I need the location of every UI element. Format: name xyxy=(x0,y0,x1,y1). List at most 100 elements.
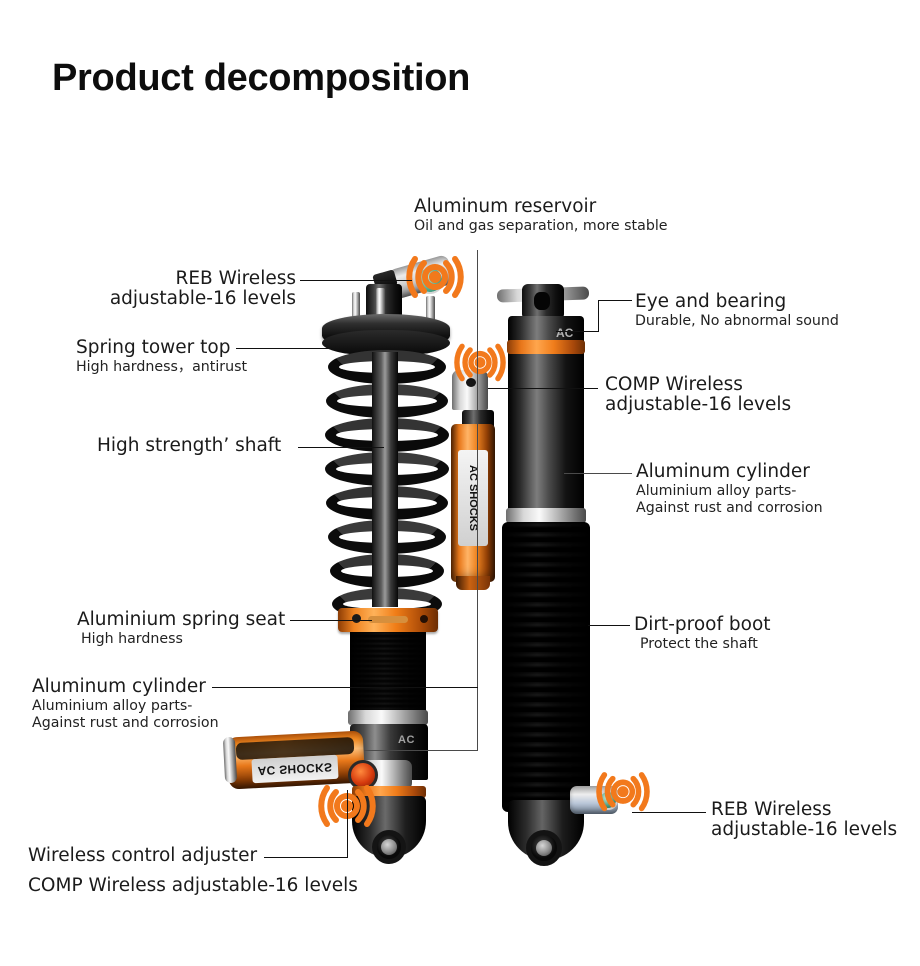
callout-heading-line1: COMP Wireless xyxy=(605,374,743,395)
leader-comp-wireless-right xyxy=(488,388,598,390)
callout-heading: Dirt-proof boot xyxy=(634,614,771,635)
bottom-eye-mount-left xyxy=(352,796,426,858)
reb-adjuster-knob-right xyxy=(570,786,618,814)
callout-heading: Aluminum reservoir xyxy=(414,196,597,217)
reservoir-top-cap xyxy=(452,370,488,410)
callout-heading: Aluminium spring seat xyxy=(77,609,286,630)
callout-comp-wireless-right: COMP Wireless adjustable-16 levels xyxy=(605,374,792,416)
top-mount-bracket xyxy=(366,284,402,318)
spring-tower-top-plate xyxy=(322,314,450,350)
callout-sub-2: Against rust and corrosion xyxy=(32,715,219,732)
callout-wireless-control-adjuster: Wireless control adjuster COMP Wireless … xyxy=(28,845,358,897)
lower-body-left xyxy=(350,724,428,780)
reb-adjuster-cap-left xyxy=(412,262,448,298)
callout-reb-wireless-right: REB Wireless adjustable-16 levels xyxy=(711,799,898,841)
reservoir-neck-block xyxy=(462,410,494,432)
clamp-ring-right xyxy=(506,508,586,523)
reservoir-body xyxy=(451,424,495,582)
callout-sub: Durable, No abnormal sound xyxy=(635,312,839,329)
orange-band-right xyxy=(507,340,585,354)
dirt-proof-boot xyxy=(502,522,590,812)
aluminum-cylinder-right xyxy=(508,316,584,516)
callout-heading: Aluminum cylinder xyxy=(32,676,206,697)
shaft xyxy=(372,352,398,607)
threaded-aluminum-cylinder xyxy=(350,632,426,712)
callout-sub-1: Aluminium alloy parts- xyxy=(32,697,193,714)
reservoir-top-dot xyxy=(466,378,476,387)
callout-heading-line2: adjustable-16 levels xyxy=(711,819,898,841)
reservoir-label: AC SHOCKS xyxy=(251,754,339,784)
reb-adjuster-cap-right xyxy=(598,790,618,810)
leader-eye-bearing-h2 xyxy=(556,331,599,333)
clamp-ring-left xyxy=(348,710,428,725)
callout-sub: COMP Wireless adjustable-16 levels xyxy=(28,874,358,896)
tower-stud-far-right xyxy=(426,296,435,322)
leader-wireless-adjuster-v xyxy=(347,790,349,858)
comp-adjuster-knob-left xyxy=(348,760,378,790)
reservoir-body-label: AC SHOCKS xyxy=(458,450,488,546)
leader-eye-bearing-h xyxy=(598,300,632,302)
eye-bearing-crossbar xyxy=(496,286,590,303)
callout-heading: Spring tower top xyxy=(76,337,231,358)
leader-reservoir-bottom xyxy=(364,750,478,751)
wireless-signal-icon-reb-right xyxy=(594,760,652,814)
callout-eye-and-bearing: Eye and bearing Durable, No abnormal sou… xyxy=(635,291,839,330)
top-eye-housing xyxy=(522,284,564,320)
callout-heading-line2: adjustable-16 levels xyxy=(109,288,296,310)
cylinder-brand-right: AC xyxy=(556,326,574,340)
callout-heading-line2: adjustable-16 levels xyxy=(605,394,792,416)
callout-heading: High strength’ shaft xyxy=(97,435,282,456)
tower-stud-left xyxy=(352,292,360,318)
callout-heading: Wireless control adjuster xyxy=(28,845,258,866)
callout-sub: High hardness，antirust xyxy=(76,358,248,375)
callout-sub-1: Aluminium alloy parts- xyxy=(636,482,797,499)
leader-reb-left xyxy=(300,280,412,282)
callout-dirt-proof-boot: Dirt-proof boot Protect the shaft xyxy=(634,614,771,653)
comp-adjuster-body-left xyxy=(360,760,412,790)
leader-eye-bearing-v xyxy=(598,300,600,332)
spring-seat-bolt xyxy=(352,614,361,623)
callout-sub: High hardness xyxy=(81,630,183,647)
wireless-signal-icon-reservoir xyxy=(404,243,466,301)
callout-aluminum-cylinder-right: Aluminum cylinder Aluminium alloy parts-… xyxy=(636,461,823,517)
bottom-eye-bore-right xyxy=(526,830,562,866)
callout-spring-tower-top: Spring tower top High hardness，antirust xyxy=(76,337,247,376)
reservoir-dark-stripe xyxy=(235,736,355,761)
bottom-eye-bearing-right xyxy=(536,840,552,856)
callout-heading: Eye and bearing xyxy=(635,291,787,312)
spring-seat-slot xyxy=(368,616,408,623)
leader-wireless-adjuster-h xyxy=(264,857,348,859)
leader-spring-tower-top xyxy=(236,348,348,350)
leader-aluminum-cylinder-left xyxy=(212,687,478,689)
leader-spring-seat xyxy=(290,620,372,622)
leader-aluminum-cylinder-right xyxy=(564,473,632,474)
orange-band-left xyxy=(352,786,426,798)
callout-sub: Oil and gas separation, more stable xyxy=(414,217,668,234)
spring-tower-plate-rim xyxy=(322,330,450,356)
callout-sub: Protect the shaft xyxy=(640,635,758,652)
page-title: Product decomposition xyxy=(52,57,471,99)
bottom-eye-mount-right xyxy=(508,800,584,860)
leader-high-strength-shaft xyxy=(298,447,384,449)
reb-adjuster-knob-left xyxy=(387,254,455,300)
callout-heading-line1: REB Wireless xyxy=(175,268,296,289)
callout-aluminium-spring-seat: Aluminium spring seat High hardness xyxy=(77,609,285,648)
leader-reb-wireless-right xyxy=(632,812,706,814)
callout-sub-2: Against rust and corrosion xyxy=(636,500,823,517)
callout-aluminum-cylinder-left: Aluminum cylinder Aluminium alloy parts-… xyxy=(32,676,219,732)
callout-heading: Aluminum cylinder xyxy=(636,461,810,482)
piggyback-reservoir xyxy=(226,730,366,790)
spring-seat-bolt-2 xyxy=(420,615,428,623)
top-eye-bore xyxy=(534,292,550,310)
lower-body-brand: AC xyxy=(398,734,415,746)
callout-reb-wireless-left: REB Wireless adjustable-16 levels xyxy=(0,268,296,310)
callout-aluminum-reservoir: Aluminum reservoir Oil and gas separatio… xyxy=(414,196,668,235)
reservoir-bottom-tip xyxy=(456,576,490,590)
bottom-eye-bearing-left xyxy=(381,839,397,855)
reservoir-end-cap xyxy=(222,736,238,784)
wireless-signal-icon-comp-left xyxy=(452,332,508,384)
tower-stud-right xyxy=(376,288,385,318)
leader-reservoir-vertical xyxy=(477,250,478,750)
bottom-eye-bore-left xyxy=(372,830,406,864)
